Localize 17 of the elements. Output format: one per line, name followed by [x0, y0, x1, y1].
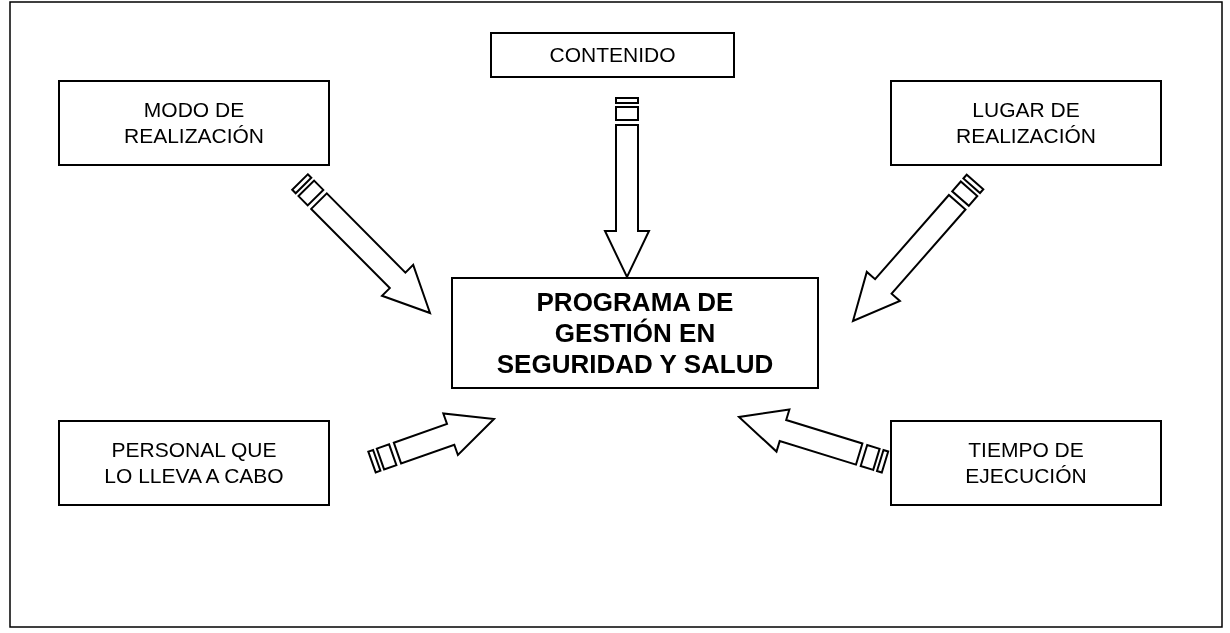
- block-arrow: [603, 97, 651, 280]
- process-box: [58, 420, 330, 506]
- process-box: [890, 420, 1162, 506]
- block-arrow: [736, 408, 890, 474]
- box-label: CONTENIDO: [549, 41, 676, 68]
- block-arrow: [851, 173, 985, 323]
- title-text: PROGRAMA DE GESTIÓN EN SEGURIDAD Y SALUD: [495, 286, 775, 380]
- central-box: [451, 277, 819, 389]
- box-label: MODO DE REALIZACIÓN: [123, 96, 265, 149]
- process-box: [58, 80, 330, 166]
- block-arrow: [290, 172, 432, 315]
- box-label: TIEMPO DE EJECUCIÓN: [964, 436, 1088, 489]
- box-label: LUGAR DE REALIZACIÓN: [955, 96, 1097, 149]
- process-box: [490, 32, 735, 78]
- block-arrow: [367, 412, 497, 474]
- process-box: [890, 80, 1162, 166]
- box-label: PERSONAL QUE LO LLEVA A CABO: [103, 436, 285, 489]
